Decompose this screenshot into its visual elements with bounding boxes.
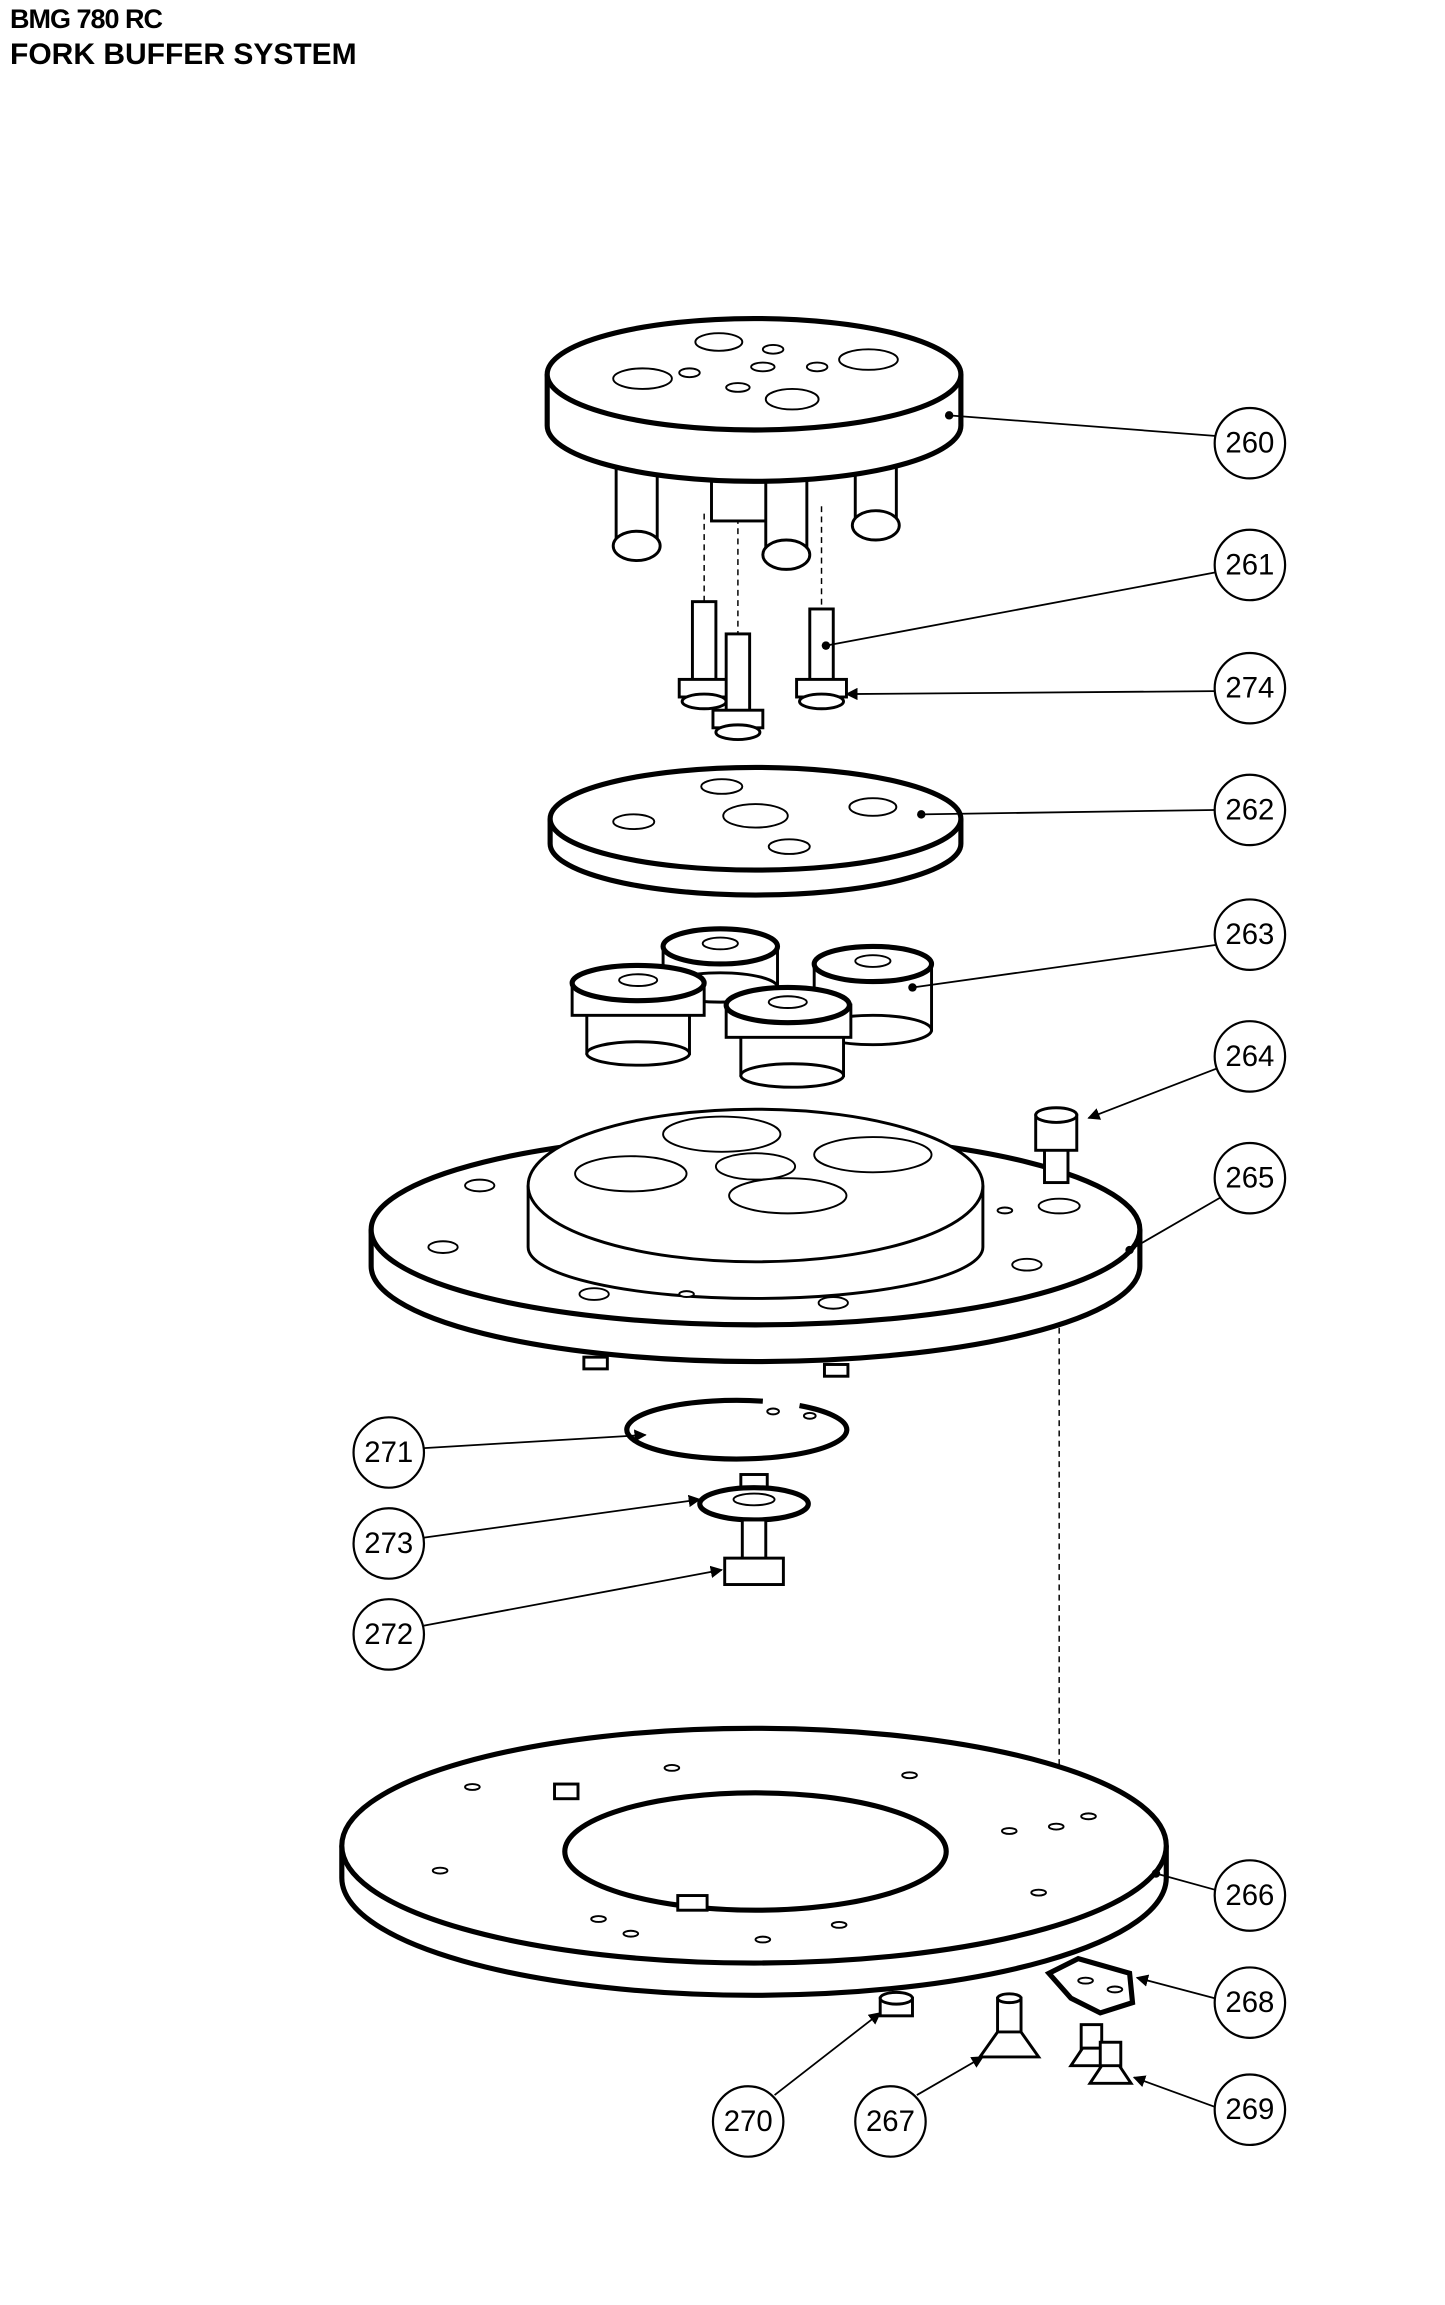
part-267-countersunk-screw	[977, 1992, 1042, 2059]
svg-text:272: 272	[364, 1618, 413, 1651]
svg-text:268: 268	[1225, 1986, 1274, 2019]
leader-lines	[423, 411, 1224, 2108]
page-title: FORK BUFFER SYSTEM	[10, 38, 357, 71]
svg-text:273: 273	[364, 1527, 413, 1560]
callout-264: 264	[1213, 1020, 1287, 1093]
part-266-ring-plate	[339, 1725, 1169, 1998]
svg-text:266: 266	[1225, 1879, 1274, 1912]
callout-272: 272	[352, 1598, 426, 1671]
part-272-bolt	[723, 1518, 785, 1587]
part-271-circlip	[624, 1397, 850, 1462]
model-name: BMG 780 RC	[10, 4, 163, 34]
callout-265: 265	[1213, 1141, 1287, 1215]
callout-260: 260	[1213, 406, 1287, 480]
svg-text:271: 271	[364, 1436, 413, 1469]
part-261-274-bolts	[677, 600, 848, 742]
svg-text:265: 265	[1225, 1162, 1274, 1195]
callout-273: 273	[352, 1507, 426, 1580]
callout-261: 261	[1213, 528, 1287, 602]
part-268-bracket	[1044, 1955, 1136, 2016]
callout-263: 263	[1213, 898, 1287, 971]
svg-text:260: 260	[1225, 427, 1274, 460]
svg-text:267: 267	[866, 2105, 915, 2138]
part-262-plate	[547, 764, 964, 898]
svg-text:269: 269	[1225, 2093, 1274, 2126]
svg-text:274: 274	[1225, 672, 1274, 705]
part-270-bushing	[878, 1990, 914, 2018]
callout-269: 269	[1213, 2073, 1287, 2147]
svg-text:264: 264	[1225, 1040, 1274, 1073]
callout-268: 268	[1213, 1966, 1287, 2039]
svg-text:262: 262	[1225, 793, 1274, 826]
part-263-buffers	[569, 926, 935, 1089]
part-264-screw	[1034, 1106, 1079, 1185]
part-260-top-plate	[544, 315, 964, 571]
callout-266: 266	[1213, 1859, 1287, 1932]
part-265-base-plate	[368, 1107, 1143, 1378]
part-269-screws	[1068, 2023, 1134, 2085]
svg-text:261: 261	[1225, 548, 1274, 581]
callout-274: 274	[1213, 651, 1287, 725]
part-273-washer	[697, 1473, 811, 1523]
svg-text:263: 263	[1225, 918, 1274, 951]
callout-271: 271	[352, 1416, 426, 1489]
guide-lines	[703, 476, 1060, 1827]
callout-262: 262	[1213, 773, 1287, 847]
callout-270: 270	[711, 2085, 785, 2158]
callout-267: 267	[854, 2085, 927, 2158]
svg-text:270: 270	[724, 2105, 773, 2138]
